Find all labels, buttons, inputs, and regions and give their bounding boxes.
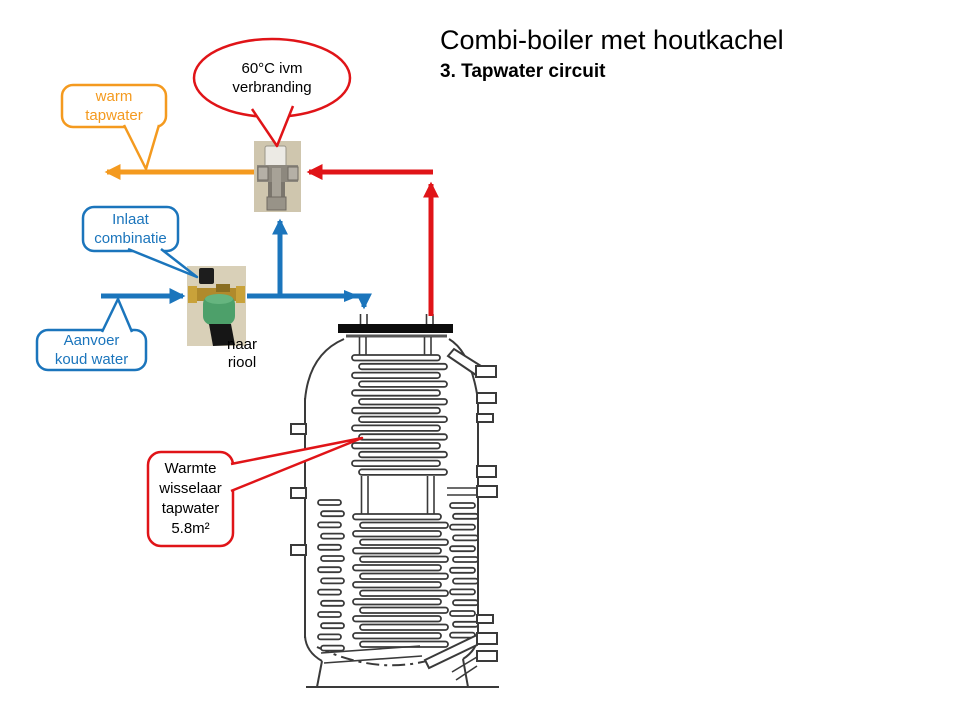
label-line: riool (227, 354, 257, 371)
callout-line: combinatie (94, 230, 167, 247)
coil-turn (359, 538, 449, 546)
coil-turn (352, 564, 442, 572)
coil-turn (449, 545, 476, 553)
coil-turn (358, 415, 448, 424)
callout-cold-water-supply-shape (35, 297, 148, 372)
coil-turn (320, 555, 345, 562)
tank-stubs (290, 347, 498, 681)
coil-turn (449, 588, 476, 596)
storage-tank (290, 314, 499, 688)
coil-turn (359, 623, 449, 631)
callout-line: Inlaat (112, 211, 149, 228)
callout-line: warm (95, 88, 133, 105)
callout-line: koud water (54, 351, 129, 368)
inlet-combination-valve-photo (187, 266, 246, 346)
coil-turn (449, 502, 476, 509)
tapwater-coil-upper (351, 354, 448, 476)
callout-line: tapwater (85, 107, 143, 124)
coil-turn (317, 633, 342, 641)
coil-turn (358, 362, 448, 371)
slide-title-block: Combi-boiler met houtkachel 3. Tapwater … (440, 24, 784, 83)
callout-heat-exchanger-shape (146, 436, 364, 548)
coil-turn (351, 459, 441, 468)
right-coil (449, 502, 479, 639)
coil-turn (352, 632, 442, 640)
callout-line: 60°C ivm (241, 60, 303, 77)
callout-line: Warmte (164, 460, 217, 477)
slide-subtitle: 3. Tapwater circuit (440, 61, 606, 82)
coil-turn (358, 450, 448, 459)
callout-warm-tapwater-text: warm tapwater (62, 85, 166, 127)
tank-base (306, 658, 499, 688)
coil-turn (359, 589, 449, 597)
coil-turn (317, 499, 342, 506)
coil-turn (320, 510, 345, 518)
callout-cold-water-supply-text: Aanvoer koud water (37, 330, 146, 370)
coil-turn (317, 566, 342, 574)
coil-turn (452, 556, 479, 563)
callout-heat-exchanger-text: Warmte wisselaar tapwater 5.8m² (148, 452, 233, 546)
coil-turn (452, 534, 479, 542)
coil-turn (359, 521, 449, 529)
coil-turn (359, 606, 449, 614)
coil-turn (359, 555, 449, 563)
coil-turn (352, 513, 442, 521)
coil-connection-pipes (358, 337, 435, 515)
coil-turn (358, 380, 448, 388)
coil-turn (317, 543, 342, 551)
callout-temp-note-text: 60°C ivm verbranding (197, 48, 347, 108)
callout-inlet-combination-text: Inlaat combinatie (83, 207, 178, 251)
coil-turn (317, 521, 342, 529)
pipe-hot-from-tank (306, 163, 440, 316)
coil-turn (351, 442, 441, 450)
coil-turn (359, 572, 449, 580)
coil-turn (317, 588, 342, 596)
coil-turn (320, 532, 345, 540)
callout-warm-tapwater-shape (60, 83, 168, 171)
coil-turn (358, 398, 448, 406)
coil-turn (359, 640, 449, 648)
label-line: naar (226, 336, 258, 353)
callout-line: wisselaar (159, 480, 222, 497)
callout-line: verbranding (232, 79, 312, 96)
callout-temp-note-shape (192, 37, 352, 148)
coil-turn (320, 622, 345, 630)
callout-line: Aanvoer (63, 332, 120, 349)
coil-turn (351, 389, 441, 397)
coil-turn (317, 611, 342, 618)
coil-turn (351, 371, 441, 380)
coil-turn (320, 577, 345, 585)
callout-line: 5.8m² (171, 520, 210, 537)
coil-turn (452, 577, 479, 585)
coil-turn (449, 610, 476, 617)
callout-inlet-combination-shape (81, 205, 199, 279)
slide-title: Combi-boiler met houtkachel (440, 25, 784, 55)
coil-turn (352, 581, 442, 589)
coil-turn (452, 620, 479, 628)
coil-turn (351, 406, 441, 415)
coil-turn (351, 424, 441, 432)
coil-turn (320, 644, 345, 652)
tapwater-coil-lower (352, 513, 449, 648)
coil-turn (352, 530, 442, 538)
cold-arrowhead (344, 290, 359, 302)
coil-turn (352, 598, 442, 606)
tank-flange (338, 314, 453, 338)
left-coil (317, 499, 345, 652)
to-sewer-label: naar riool (211, 336, 273, 372)
callout-line: tapwater (161, 500, 220, 517)
coil-turn (452, 599, 479, 607)
coil-turn (320, 599, 345, 607)
coil-turn (449, 566, 476, 574)
coil-turn (351, 354, 441, 362)
coil-turn (452, 512, 479, 520)
pipe-cold-supply (101, 218, 373, 310)
mixing-valve-photo (254, 141, 301, 212)
coil-turn (358, 468, 448, 476)
coil-turn (352, 615, 442, 623)
coil-turn (449, 523, 476, 531)
coil-turn (352, 547, 442, 555)
coil-turn (358, 433, 448, 441)
